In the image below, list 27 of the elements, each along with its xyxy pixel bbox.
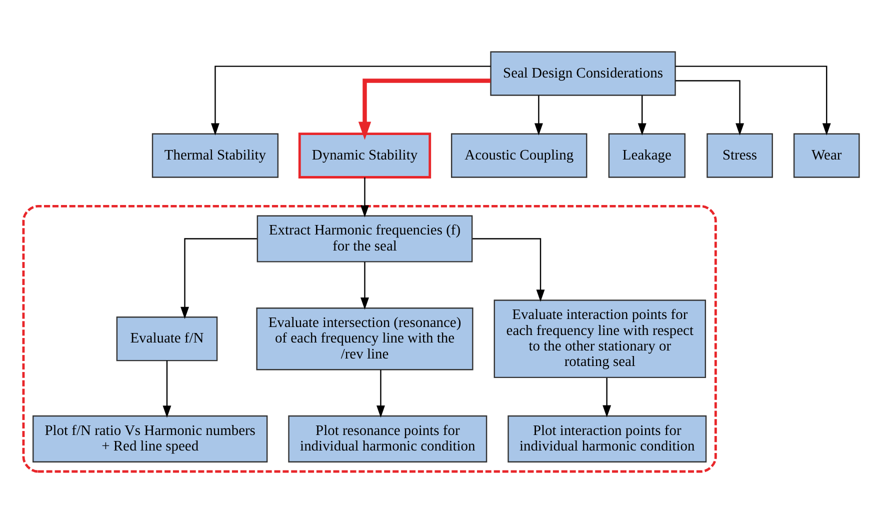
arrow <box>180 238 256 318</box>
arrow <box>210 65 490 135</box>
node-box: Dynamic Stability <box>298 132 431 178</box>
node-box: Leakage <box>608 132 686 178</box>
node-box: Wear <box>792 132 860 178</box>
node-box: Plot resonance points for individual harmonic condition <box>288 414 487 462</box>
arrow <box>360 176 368 217</box>
node-box: Stress <box>706 132 772 178</box>
node-box: Extract Harmonic frequencies (f) for the seal <box>256 214 472 262</box>
arrow <box>674 65 830 135</box>
node-box: Evaluate intersection (resonance) of each frequency line with the /rev line <box>256 307 473 370</box>
arrow <box>472 238 544 302</box>
node-box: Plot interaction points for individual harmonic condition <box>507 414 706 462</box>
node-box: Seal Design Considerations <box>490 50 676 96</box>
arrow <box>675 80 744 135</box>
node-box: Evaluate interaction points for each frequency line with respect to the other stationary or rotating seal <box>493 299 706 378</box>
arrow <box>637 95 646 135</box>
arrow <box>360 261 368 310</box>
arrow <box>358 78 490 140</box>
node-box: Evaluate f/N <box>116 316 218 361</box>
arrow <box>602 377 611 417</box>
arrow <box>376 369 384 418</box>
node-box: Plot f/N ratio Vs Harmonic numbers + Red line speed <box>32 414 268 462</box>
node-box: Thermal Stability <box>151 132 278 178</box>
arrow <box>162 360 171 418</box>
node-box: Acoustic Coupling <box>450 132 587 178</box>
arrow <box>534 95 542 135</box>
